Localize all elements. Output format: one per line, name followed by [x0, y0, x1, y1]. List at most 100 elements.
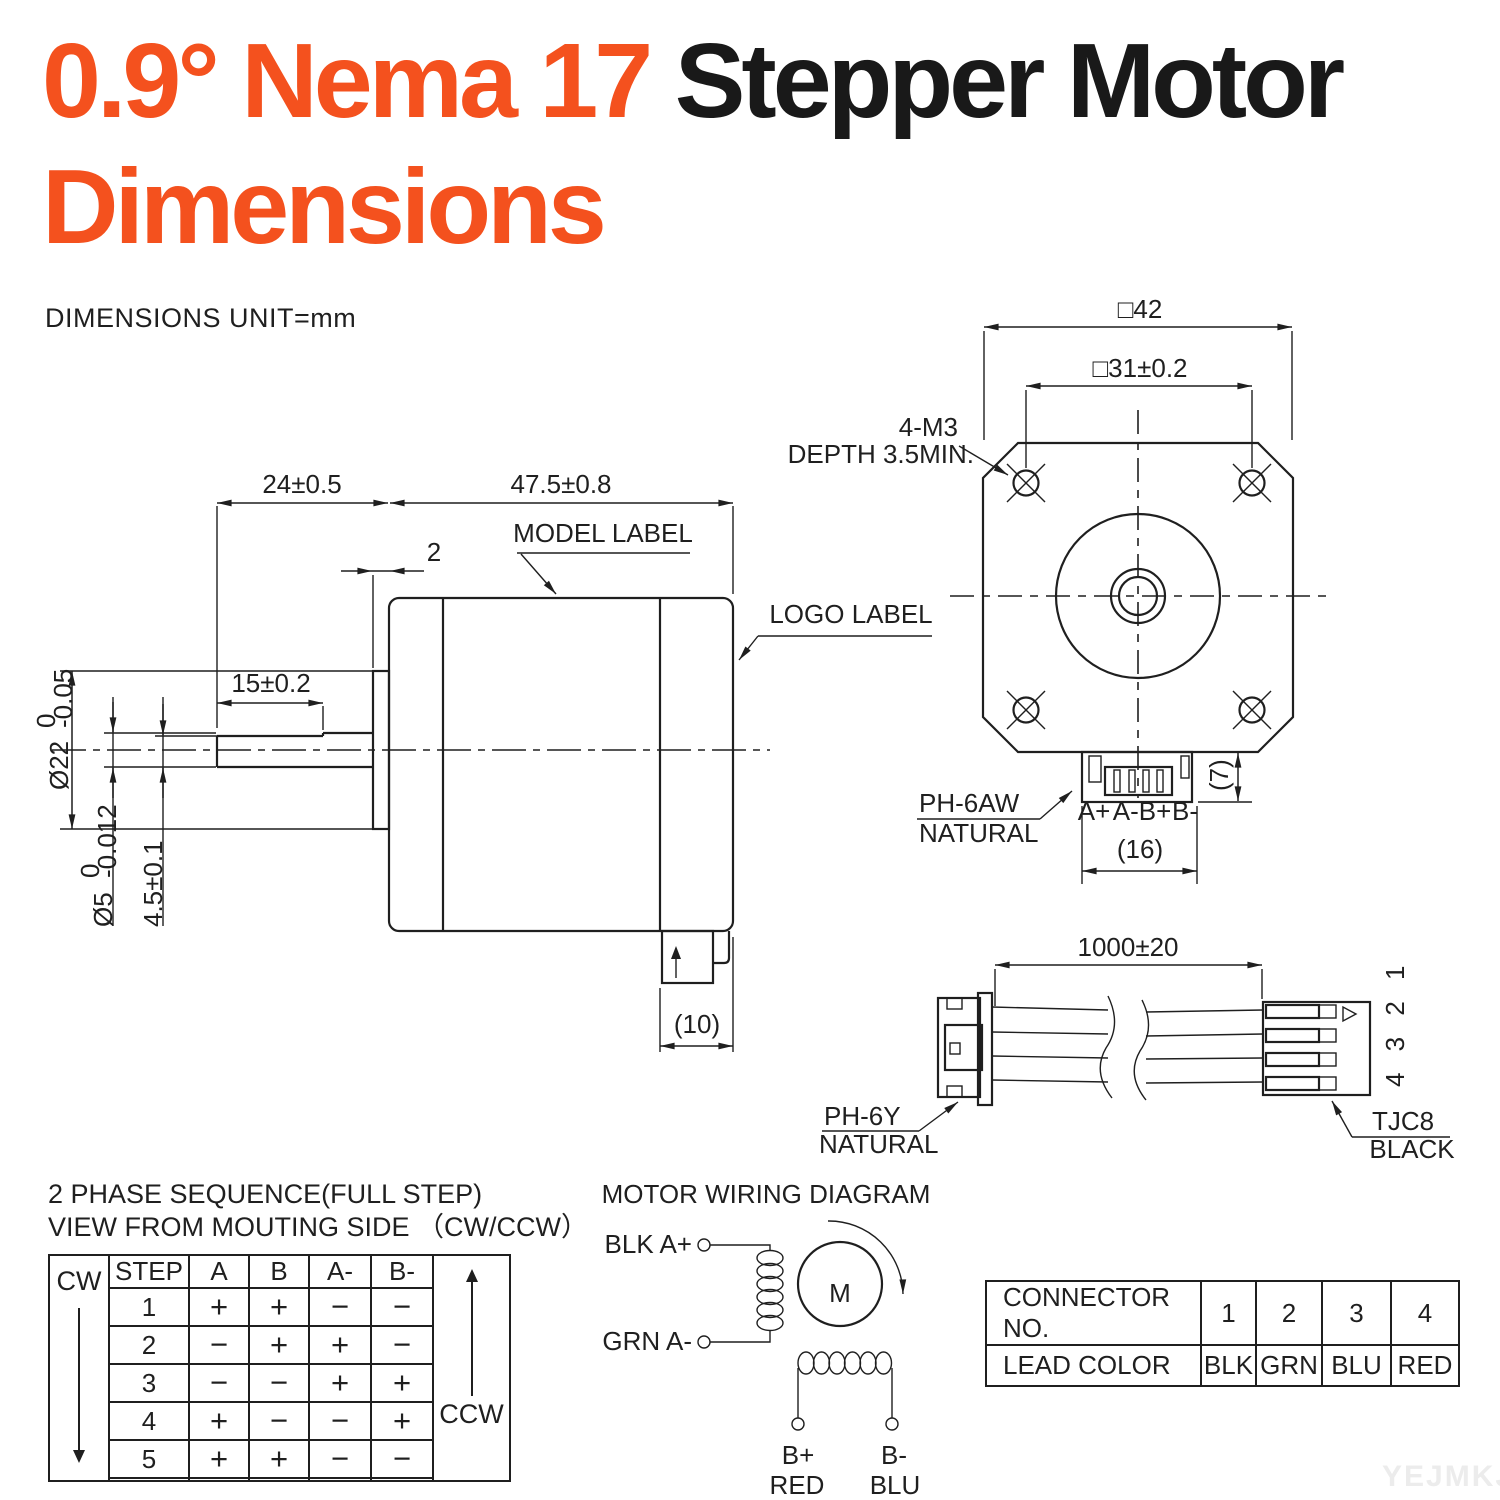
- wiring-diagram: MOTOR WIRING DIAGRAM BLK A+ GRN A- M B+ …: [602, 1179, 931, 1500]
- table-cell: −: [250, 1365, 310, 1403]
- table-cell: 3: [1321, 1282, 1390, 1344]
- motor-connector-label-1: PH-6AW: [919, 788, 1020, 818]
- page-title: 0.9° Nema 17 Stepper Motor Dimensions: [42, 18, 1345, 270]
- dim-connector-width: (16): [1117, 834, 1163, 864]
- pilot-boss: [371, 669, 391, 831]
- table-cell: +: [190, 1403, 250, 1441]
- shaft: [215, 731, 373, 769]
- svg-text:0: 0: [31, 714, 61, 728]
- connector-pin-numbers: 4 3 2 1: [1380, 958, 1410, 1087]
- phase-heading-line2: VIEW FROM MOUTING SIDE （CW/CCW）: [48, 1212, 588, 1242]
- table-cell: 3: [110, 1365, 190, 1403]
- col-header: STEP: [110, 1256, 190, 1289]
- table-cell: −: [372, 1441, 434, 1479]
- lead-a-plus: BLK A+: [605, 1229, 692, 1259]
- col-header: A: [190, 1256, 250, 1289]
- lead-b-plus-color: RED: [770, 1470, 825, 1500]
- table-cell: −: [372, 1479, 434, 1480]
- wiring-title: MOTOR WIRING DIAGRAM: [602, 1179, 931, 1209]
- phase-table-heading: 2 PHASE SEQUENCE(FULL STEP) VIEW FROM MO…: [48, 1178, 588, 1244]
- dim-boss-dia: Ø22: [44, 741, 74, 790]
- front-connector-dimensions: (7) A+ A-B+ B- (16) PH-6AW NATURAL: [917, 752, 1252, 884]
- holes-note-line1: 4-M3: [899, 412, 958, 442]
- front-view-dimensions: □42 □31±0.2 4-M3 DEPTH 3.5MIN.: [788, 294, 1293, 476]
- dim-bump-width: (10): [674, 1009, 720, 1039]
- ccw-column: CCW: [434, 1256, 509, 1480]
- table-cell: +: [190, 1289, 250, 1327]
- dim-hole-spacing: □31±0.2: [1092, 353, 1187, 383]
- table-cell: RED: [1390, 1344, 1458, 1385]
- motor-body-outline: [387, 596, 735, 933]
- title-accent-1: 0.9° Nema 17: [42, 22, 653, 140]
- table-cell: +: [250, 1479, 310, 1480]
- pin-label-b-minus: B-: [1172, 796, 1198, 826]
- motor-letter: M: [829, 1278, 851, 1308]
- table-cell: 1: [1200, 1282, 1255, 1344]
- cw-arrow: [73, 1308, 85, 1463]
- col-header: B-: [372, 1256, 434, 1289]
- table-cell: BLK: [1200, 1344, 1255, 1385]
- phase-grid: STEP A B A- B- 1 + + − − 2 − + + − 3 − −…: [110, 1256, 434, 1480]
- table-cell: 2: [1255, 1282, 1321, 1344]
- table-cell: −: [190, 1327, 250, 1365]
- table-cell: +: [372, 1365, 434, 1403]
- table-cell: +: [250, 1289, 310, 1327]
- svg-text:-0.05: -0.05: [48, 669, 78, 728]
- table-cell: −: [250, 1403, 310, 1441]
- connector-table: CONNECTOR NO. 1 2 3 4 LEAD COLOR BLK GRN…: [985, 1280, 1460, 1387]
- table-cell: 1: [110, 1289, 190, 1327]
- front-connector: [1080, 750, 1194, 804]
- motor-symbol: [796, 1240, 884, 1328]
- dim-flat-length: 15±0.2: [231, 668, 310, 698]
- pin-label-a-minus-b-plus: A-B+: [1113, 796, 1172, 826]
- table-cell: BLU: [1321, 1344, 1390, 1385]
- table-cell: −: [190, 1479, 250, 1480]
- cable-left-label-1: PH-6Y: [824, 1101, 901, 1131]
- table-cell: +: [190, 1441, 250, 1479]
- cable-right-label-1: TJC8: [1372, 1106, 1434, 1136]
- table-cell: −: [310, 1441, 372, 1479]
- table-cell: 4: [110, 1403, 190, 1441]
- dim-shaft-length: 24±0.5: [262, 469, 341, 499]
- units-note: DIMENSIONS UNIT=mm: [45, 303, 357, 333]
- front-view: □42 □31±0.2 4-M3 DEPTH 3.5MIN. (7) A+: [788, 294, 1328, 884]
- cable-right-connector: 4 3 2 1: [1261, 958, 1410, 1097]
- dim-body-length: 47.5±0.8: [510, 469, 611, 499]
- pin1-marker-triangle: [1342, 1005, 1358, 1023]
- table-cell: +: [310, 1327, 372, 1365]
- phase-a-coil: [756, 1249, 784, 1332]
- phase-sequence-table: CW STEP A B A- B- 1 + + − − 2 − + + − 3 …: [48, 1254, 511, 1482]
- table-cell: −: [310, 1403, 372, 1441]
- side-view-dimensions: 24±0.5 47.5±0.8 2 MODEL LABEL LOGO LABEL…: [31, 469, 933, 1052]
- phase-heading-line1: 2 PHASE SEQUENCE(FULL STEP): [48, 1179, 483, 1209]
- svg-text:0: 0: [75, 864, 105, 878]
- svg-text:-0.012: -0.012: [92, 804, 122, 878]
- dim-shaft-dia: Ø5: [88, 892, 118, 927]
- title-dark: Stepper Motor: [649, 22, 1345, 140]
- table-cell: +: [250, 1441, 310, 1479]
- lead-b-minus: B-: [881, 1440, 907, 1470]
- dim-boss-thickness: 2: [427, 537, 441, 567]
- lead-a-minus: GRN A-: [602, 1326, 692, 1356]
- bottom-connector-bump: [660, 929, 731, 985]
- motor-connector-label-2: NATURAL: [919, 818, 1038, 848]
- dim-connector-height: (7): [1204, 759, 1234, 791]
- table-cell: −: [190, 1365, 250, 1403]
- table-cell: 5: [110, 1441, 190, 1479]
- cable-wires: [991, 995, 1264, 1101]
- terminal-a-minus: [697, 1335, 711, 1349]
- title-line-1: 0.9° Nema 17 Stepper Motor: [42, 18, 1345, 144]
- mounting-holes: [1006, 463, 1272, 730]
- pin-label-a-plus: A+: [1078, 796, 1111, 826]
- model-label: MODEL LABEL: [513, 518, 693, 548]
- ccw-arrow: [465, 1269, 478, 1396]
- side-view: 24±0.5 47.5±0.8 2 MODEL LABEL LOGO LABEL…: [31, 469, 933, 1052]
- rotation-arrow: [827, 1220, 907, 1295]
- table-cell: +: [310, 1479, 372, 1480]
- table-cell: +: [372, 1403, 434, 1441]
- lead-color-label: LEAD COLOR: [987, 1344, 1200, 1385]
- cable-left-label-2: NATURAL: [819, 1129, 938, 1159]
- table-cell: −: [372, 1327, 434, 1365]
- terminal-b-minus: [885, 1417, 899, 1431]
- cw-label: CW: [56, 1266, 102, 1296]
